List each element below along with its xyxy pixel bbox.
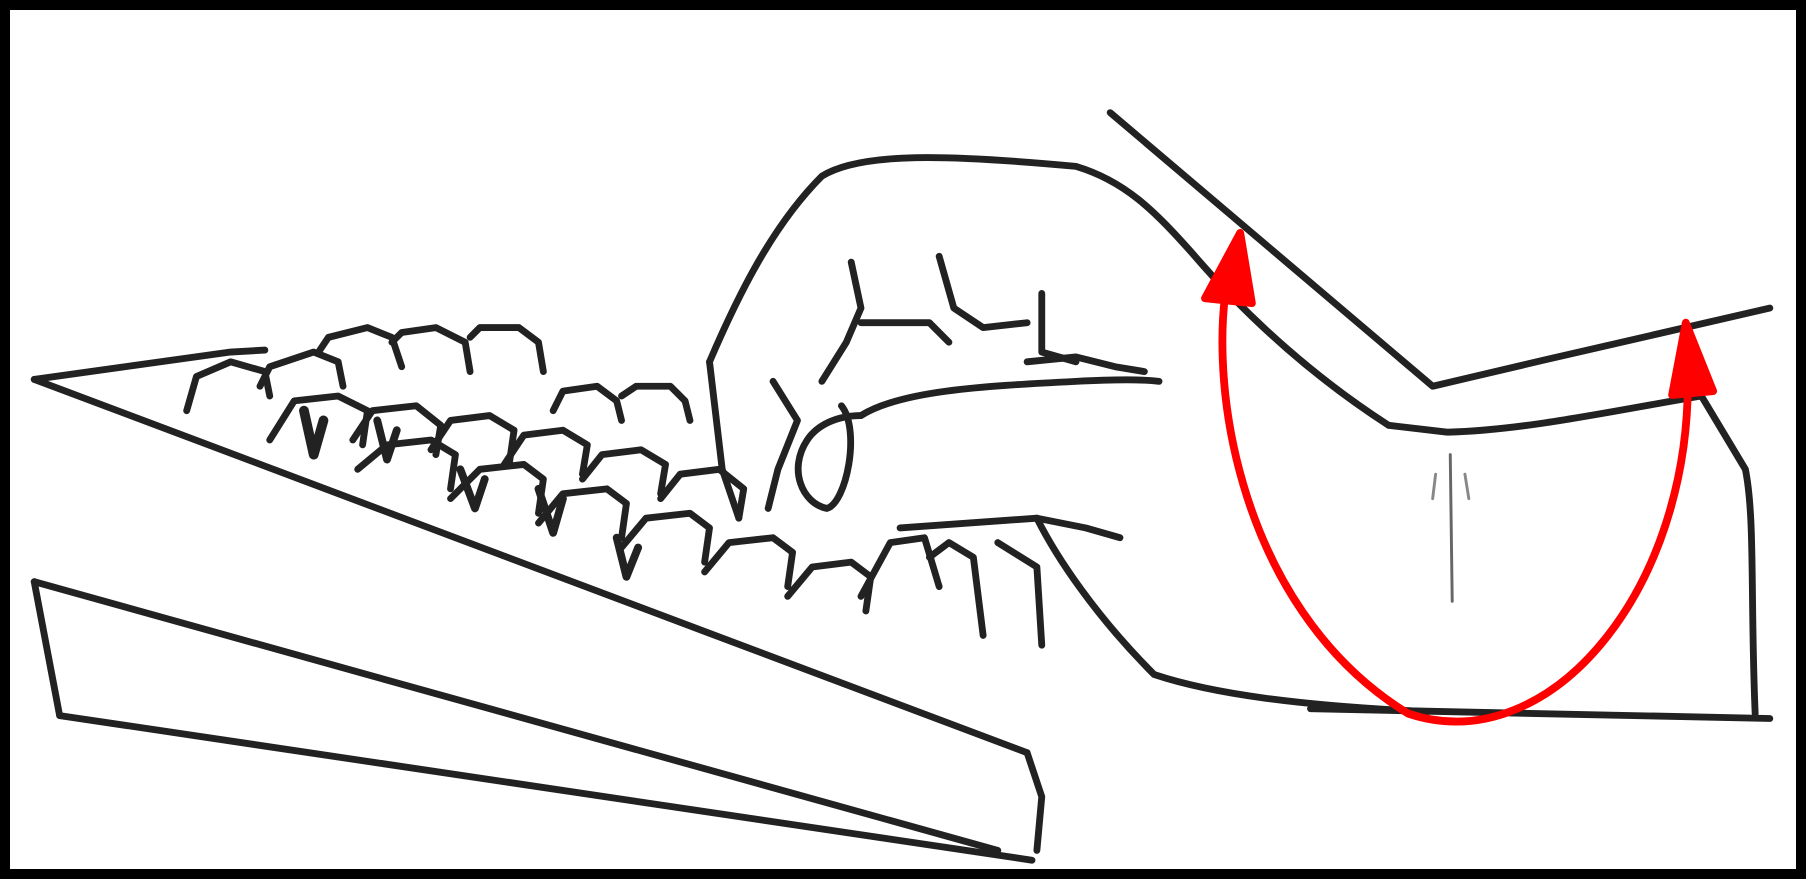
keyboard-right-side	[1027, 753, 1042, 851]
arrowhead-right	[1672, 323, 1713, 395]
key	[260, 352, 343, 386]
keyboard-base-top	[34, 582, 998, 851]
arrowhead-left	[1205, 233, 1252, 303]
wrist-bottom	[1311, 709, 1770, 719]
finger-line	[1027, 357, 1144, 372]
keyboard-left-side	[34, 582, 59, 716]
lower-finger	[900, 518, 1120, 538]
keyboard-base-bottom	[60, 716, 1032, 861]
wrist-crease	[1465, 474, 1469, 498]
wrist-top	[1389, 396, 1702, 432]
key	[553, 386, 621, 420]
finger-line	[1042, 293, 1076, 361]
key	[622, 386, 690, 420]
key	[431, 416, 514, 465]
finger-line	[822, 262, 861, 381]
finger-index	[710, 362, 739, 518]
thumb-curve	[798, 406, 861, 509]
forearm-right-edge	[1701, 396, 1755, 714]
lower-finger	[861, 538, 939, 597]
finger-line	[768, 381, 797, 508]
finger-line	[861, 323, 949, 343]
keyboard-icon	[34, 328, 1042, 861]
key	[788, 562, 871, 611]
lower-finger	[998, 543, 1042, 646]
wrist-crease	[1433, 474, 1436, 498]
key	[358, 440, 456, 489]
rotation-arrow-icon	[1205, 233, 1713, 722]
thumb-under	[861, 380, 1159, 416]
rotation-arc	[1222, 259, 1687, 721]
wrist-crease	[1450, 455, 1452, 602]
key	[470, 328, 543, 372]
key-shadow	[304, 411, 324, 455]
keyboard-hand-illustration	[10, 10, 1796, 869]
finger-line	[939, 256, 1027, 327]
wrist-angle-line	[1110, 113, 1770, 387]
key	[705, 538, 793, 587]
